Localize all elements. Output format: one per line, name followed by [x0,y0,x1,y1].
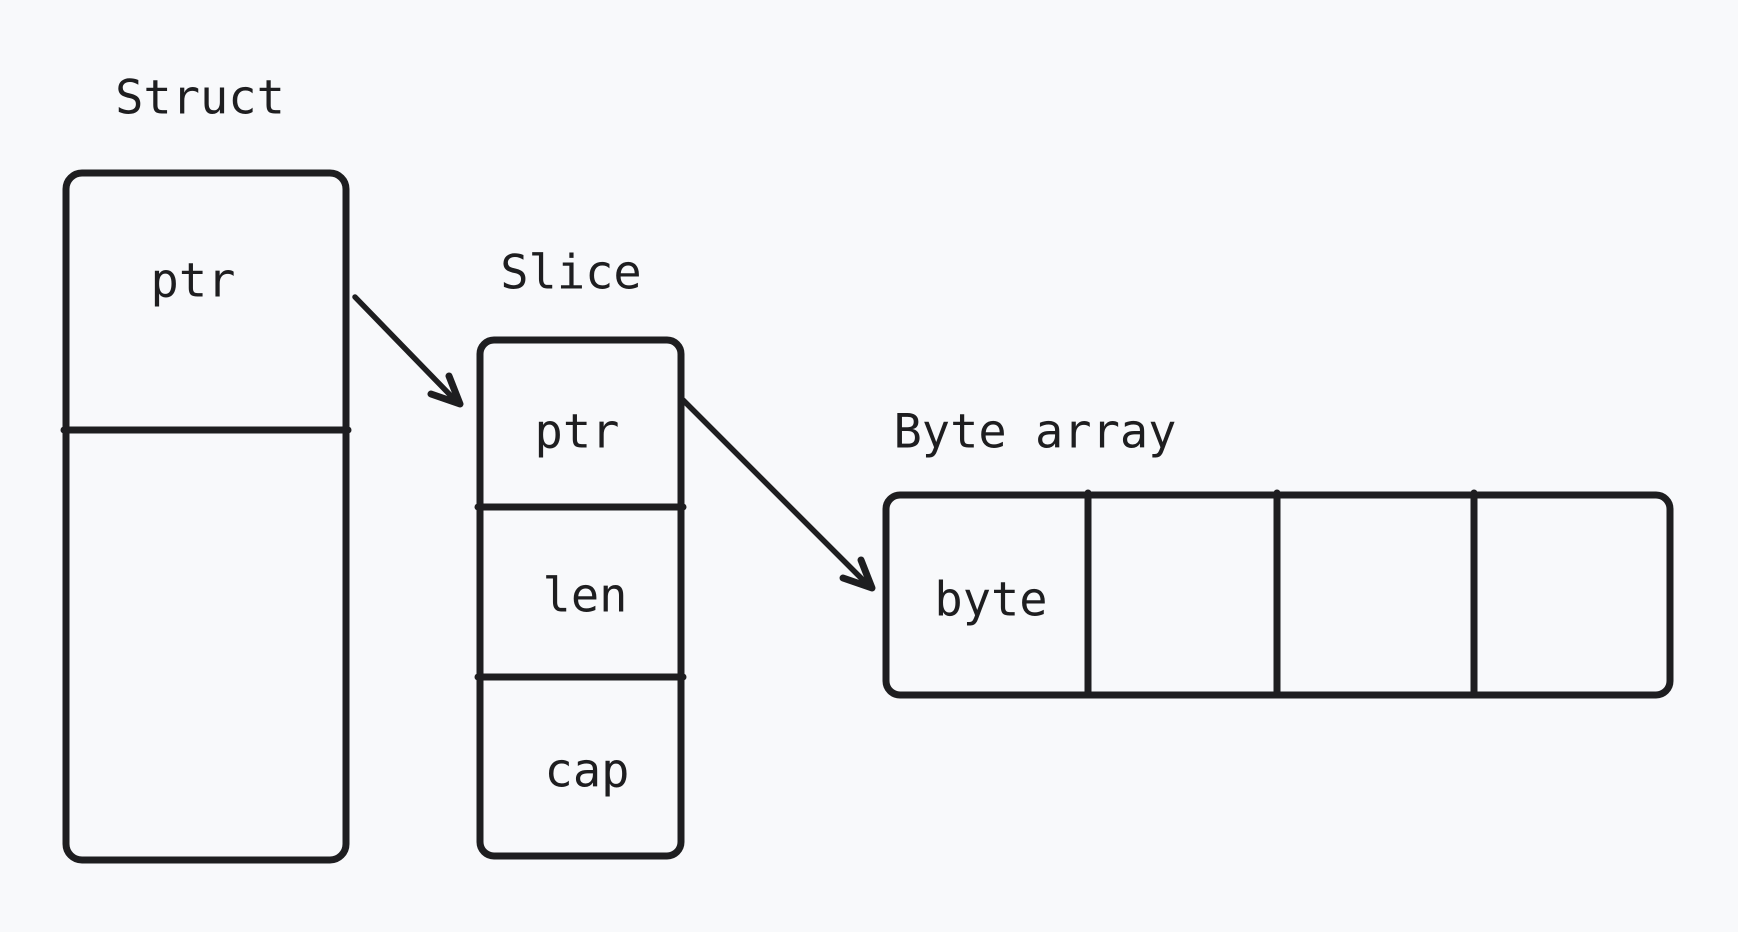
arrow-struct-to-slice [352,294,458,403]
slice-field-ptr: ptr [535,405,620,460]
slice-title: Slice [500,246,641,301]
slice-field-cap: cap [545,744,630,799]
arrow-struct-to-slice-head-icon [427,372,464,408]
arrow-slice-to-byte-array-head-icon [839,556,876,592]
byte-array-title: Byte array [894,405,1177,460]
byte-array-cell-byte: byte [934,573,1047,628]
arrow-slice-to-byte-array [680,397,869,586]
struct-field-ptr: ptr [151,254,236,309]
struct-box [62,169,350,864]
slice-field-len: len [543,569,628,624]
struct-title: Struct [115,71,285,126]
slice-box [476,336,685,860]
